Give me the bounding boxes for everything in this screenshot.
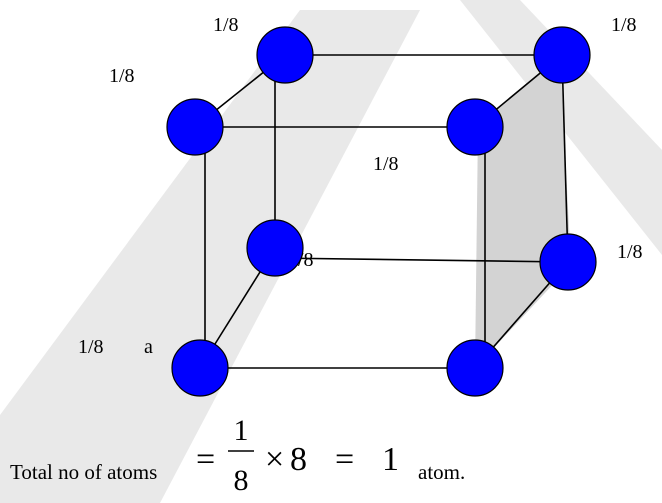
atoms (166, 26, 597, 397)
atom-back-top-left (256, 26, 314, 84)
atom-front-top-left (166, 98, 224, 156)
formula-denominator: 8 (234, 464, 249, 497)
shaded-right-face (475, 55, 571, 368)
label-front-top-left: 1/8 (109, 65, 135, 87)
formula-equals-2: = (335, 441, 354, 478)
label-back-top-right: 1/8 (611, 14, 637, 36)
formula-multiplier: 8 (290, 441, 307, 478)
label-back-top-left: 1/8 (213, 14, 239, 36)
formula-prefix: Total no of atoms (10, 460, 157, 484)
atom-back-bottom-right (539, 233, 597, 291)
atom-front-bottom-right (446, 339, 504, 397)
cube-front-edges (195, 126, 486, 369)
formula-times: × (265, 441, 284, 478)
label-back-bottom-right: 1/8 (617, 241, 643, 263)
atom-front-top-right (446, 98, 504, 156)
label-front-bottom-left: 1/8 (78, 336, 104, 358)
atom-front-bottom-left (171, 339, 229, 397)
atom-back-bottom-left (246, 219, 304, 277)
atom-back-top-right (533, 26, 591, 84)
formula-numerator: 1 (234, 414, 249, 447)
formula-equals-1: = (196, 441, 215, 478)
label-back-bottom-left: /8 (298, 249, 314, 271)
watermark-stroke-left (0, 10, 420, 503)
formula-suffix: atom. (418, 460, 465, 484)
edge-label-a: a (144, 336, 153, 358)
label-front-top-right: 1/8 (373, 153, 399, 175)
formula-result: 1 (382, 441, 399, 478)
